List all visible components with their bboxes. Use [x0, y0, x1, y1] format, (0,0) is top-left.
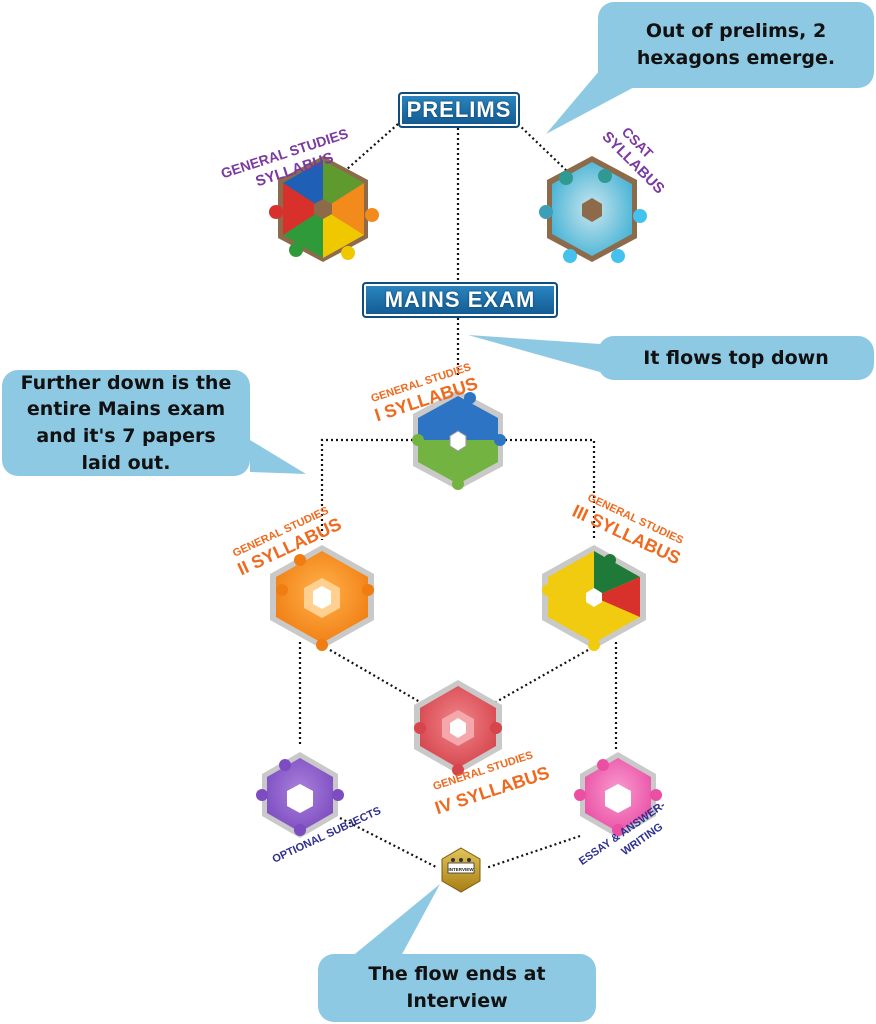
- connector-prelims-csat: [517, 123, 569, 173]
- mains-exam-button[interactable]: MAINS EXAM: [362, 282, 558, 318]
- connector-gs2-gs4: [329, 649, 421, 703]
- callout-flow: It flows top down: [598, 336, 874, 380]
- connector-gs3-gs4: [495, 649, 589, 703]
- callout-tail-interview: [350, 884, 440, 958]
- prelims-button[interactable]: PRELIMS: [398, 92, 520, 128]
- connector-gs1-gs2: [320, 438, 418, 540]
- essay-hexagon[interactable]: [574, 752, 662, 838]
- connector-essay-interview: [485, 834, 581, 870]
- connector-prelims-gs: [345, 123, 399, 171]
- connector-optional-interview: [339, 817, 439, 869]
- callout-tail-flow: [468, 335, 600, 372]
- connectors: [298, 123, 618, 870]
- optional-hexagon[interactable]: [256, 752, 344, 838]
- gs3-hexagon[interactable]: [542, 545, 646, 651]
- callout-tail-mains: [250, 440, 306, 474]
- interview-hexagon[interactable]: INTERVIEW: [441, 847, 481, 893]
- callout-interview: The flow ends at Interview: [318, 954, 596, 1022]
- callout-mains: Further down is the entire Mains exam an…: [2, 370, 250, 476]
- connector-gs1-gs3: [500, 438, 596, 540]
- gs4-hexagon[interactable]: [414, 680, 502, 776]
- gs-prelims-hexagon[interactable]: [269, 156, 379, 262]
- csat-hexagon[interactable]: [539, 156, 647, 263]
- callout-prelims: Out of prelims, 2 hexagons emerge.: [598, 2, 874, 88]
- gs1-hexagon[interactable]: [412, 390, 506, 490]
- gs2-hexagon[interactable]: [270, 545, 374, 651]
- interview-label: INTERVIEW: [449, 867, 475, 872]
